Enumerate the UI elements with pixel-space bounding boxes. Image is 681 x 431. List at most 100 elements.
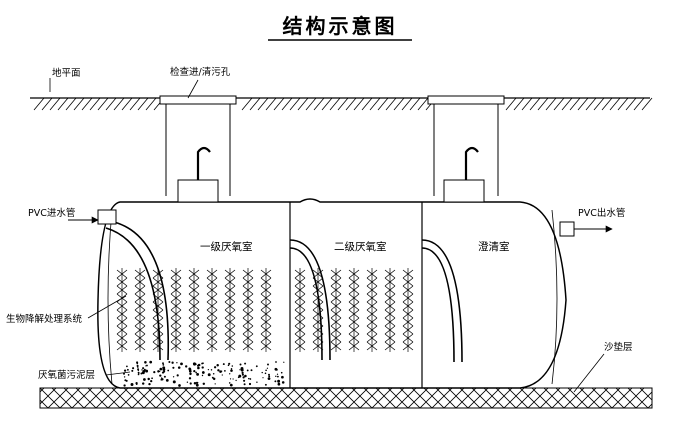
ground-hatch-stroke <box>553 97 565 111</box>
media-cross <box>294 325 306 335</box>
sludge-dot <box>228 382 231 384</box>
media-cross <box>188 293 200 303</box>
sand-label: 沙垫层 <box>604 341 633 353</box>
media-cross <box>312 341 324 351</box>
sludge-dot <box>222 363 225 366</box>
media-cross <box>116 325 128 335</box>
media-cross <box>242 285 254 295</box>
sludge-leader <box>105 371 131 376</box>
sludge-dot <box>239 363 242 366</box>
media-cross <box>330 333 342 343</box>
sludge-dot <box>261 371 263 374</box>
media-cross <box>152 309 164 319</box>
sludge-dot <box>137 369 139 372</box>
media-cross <box>170 293 182 303</box>
ground-hatch-stroke <box>97 97 109 111</box>
sludge-dot <box>281 377 284 379</box>
sludge-dot <box>224 370 226 372</box>
ground-hatch-stroke <box>569 97 581 111</box>
sludge-dot <box>172 376 175 378</box>
sludge-dot <box>132 367 135 370</box>
sludge-dot <box>163 370 166 373</box>
media-cross <box>330 277 342 287</box>
transfer-pipe-3 <box>421 239 463 363</box>
sludge-dot <box>207 368 210 371</box>
media-cross <box>330 301 342 311</box>
sludge-dot <box>159 370 161 373</box>
sludge-dot <box>244 362 247 365</box>
sludge-dot <box>201 366 204 369</box>
ground-hatch-stroke <box>545 97 557 111</box>
sludge-dot <box>238 374 242 378</box>
ground-hatch-stroke <box>585 97 597 111</box>
media-cross <box>188 341 200 351</box>
ground-hatch-stroke <box>265 97 277 111</box>
sludge-dot <box>136 364 139 367</box>
media-cross <box>188 317 200 327</box>
media-cross <box>294 317 306 327</box>
media-cross <box>152 293 164 303</box>
inspection-label: 检查进/清污孔 <box>170 66 231 78</box>
media-cross <box>224 317 236 327</box>
transfer-pipe-2 <box>289 239 331 361</box>
sludge-dot <box>207 373 211 377</box>
media-cross <box>294 301 306 311</box>
ground-hatch-stroke <box>137 97 149 111</box>
media-cross <box>366 317 378 327</box>
sludge-dot <box>274 380 277 383</box>
media-cross <box>242 301 254 311</box>
media-cross <box>260 277 272 287</box>
sludge-dot <box>189 372 192 376</box>
bio-label: 生物降解处理系统 <box>6 313 83 325</box>
media-cross <box>312 293 324 303</box>
sludge-dot <box>230 367 233 370</box>
media-cross <box>188 301 200 311</box>
media-cross <box>206 309 218 319</box>
ground-hatch-stroke <box>409 97 421 111</box>
sludge-dot <box>147 377 150 381</box>
sludge-dot <box>153 371 156 374</box>
media-cross <box>312 277 324 287</box>
media-cross <box>188 285 200 295</box>
sludge-dot <box>268 375 271 378</box>
media-cross <box>152 301 164 311</box>
sludge-dot <box>267 363 269 366</box>
media-cross <box>294 269 306 279</box>
ground-hatch-stroke <box>337 97 349 111</box>
media-cross <box>348 301 360 311</box>
sludge-dot <box>141 369 143 371</box>
bio-media-column <box>294 268 306 352</box>
sludge-dot <box>221 374 223 376</box>
ground-hatch-stroke <box>393 97 405 111</box>
sludge-dot <box>189 382 192 385</box>
sludge-dot <box>188 369 192 373</box>
media-cross <box>206 285 218 295</box>
sludge-dots <box>122 360 285 387</box>
sludge-dot <box>163 375 166 378</box>
media-cross <box>348 309 360 319</box>
sludge-dot <box>145 369 149 373</box>
media-cross <box>260 309 272 319</box>
sludge-dot <box>168 360 171 364</box>
left-collar <box>177 179 219 203</box>
ground-hatch-stroke <box>345 97 357 111</box>
ground-hatch <box>33 97 653 111</box>
sludge-dot <box>283 361 285 363</box>
media-cross <box>242 277 254 287</box>
media-cross <box>294 309 306 319</box>
chamber-2-label: 二级厌氧室 <box>334 240 387 253</box>
media-cross <box>206 269 218 279</box>
ground-hatch-stroke <box>89 97 101 111</box>
media-cross <box>206 325 218 335</box>
media-cross <box>188 277 200 287</box>
transfer-pipe-3-inner <box>421 247 455 363</box>
media-cross <box>152 269 164 279</box>
ground-hatch-stroke <box>129 97 141 111</box>
sludge-dot <box>256 381 258 383</box>
ground-hatch-stroke <box>353 97 365 111</box>
sludge-dot <box>162 364 165 366</box>
ground-hatch-stroke <box>417 97 429 111</box>
media-cross <box>206 341 218 351</box>
media-cross <box>170 301 182 311</box>
